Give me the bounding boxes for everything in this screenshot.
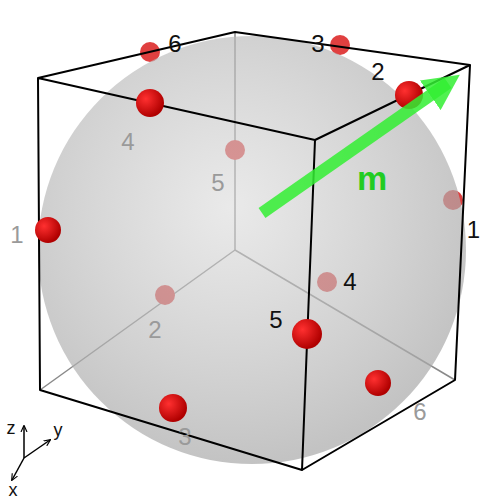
callout-number: 1 bbox=[10, 223, 23, 247]
sphere bbox=[38, 36, 466, 464]
callout-number: 6 bbox=[168, 32, 181, 56]
callout-number: 5 bbox=[211, 171, 224, 195]
callout-number: 6 bbox=[413, 400, 426, 424]
callout-number: 1 bbox=[467, 218, 480, 242]
axis-label: z bbox=[7, 419, 16, 437]
vector-label: m bbox=[357, 161, 387, 195]
callout-number: 3 bbox=[311, 32, 324, 56]
callout-number: 3 bbox=[178, 425, 191, 449]
callout-number: 4 bbox=[343, 270, 356, 294]
front-dots bbox=[35, 81, 423, 422]
magnetization-arrow bbox=[262, 83, 448, 213]
callout-number: 2 bbox=[148, 318, 161, 342]
cube-edges bbox=[38, 32, 470, 470]
axis-label: x bbox=[9, 481, 18, 499]
axis-label: y bbox=[54, 421, 63, 439]
axis-triad bbox=[12, 426, 50, 480]
callout-number: 4 bbox=[121, 130, 134, 154]
callout-number: 5 bbox=[269, 308, 282, 332]
callout-number: 2 bbox=[371, 60, 384, 84]
